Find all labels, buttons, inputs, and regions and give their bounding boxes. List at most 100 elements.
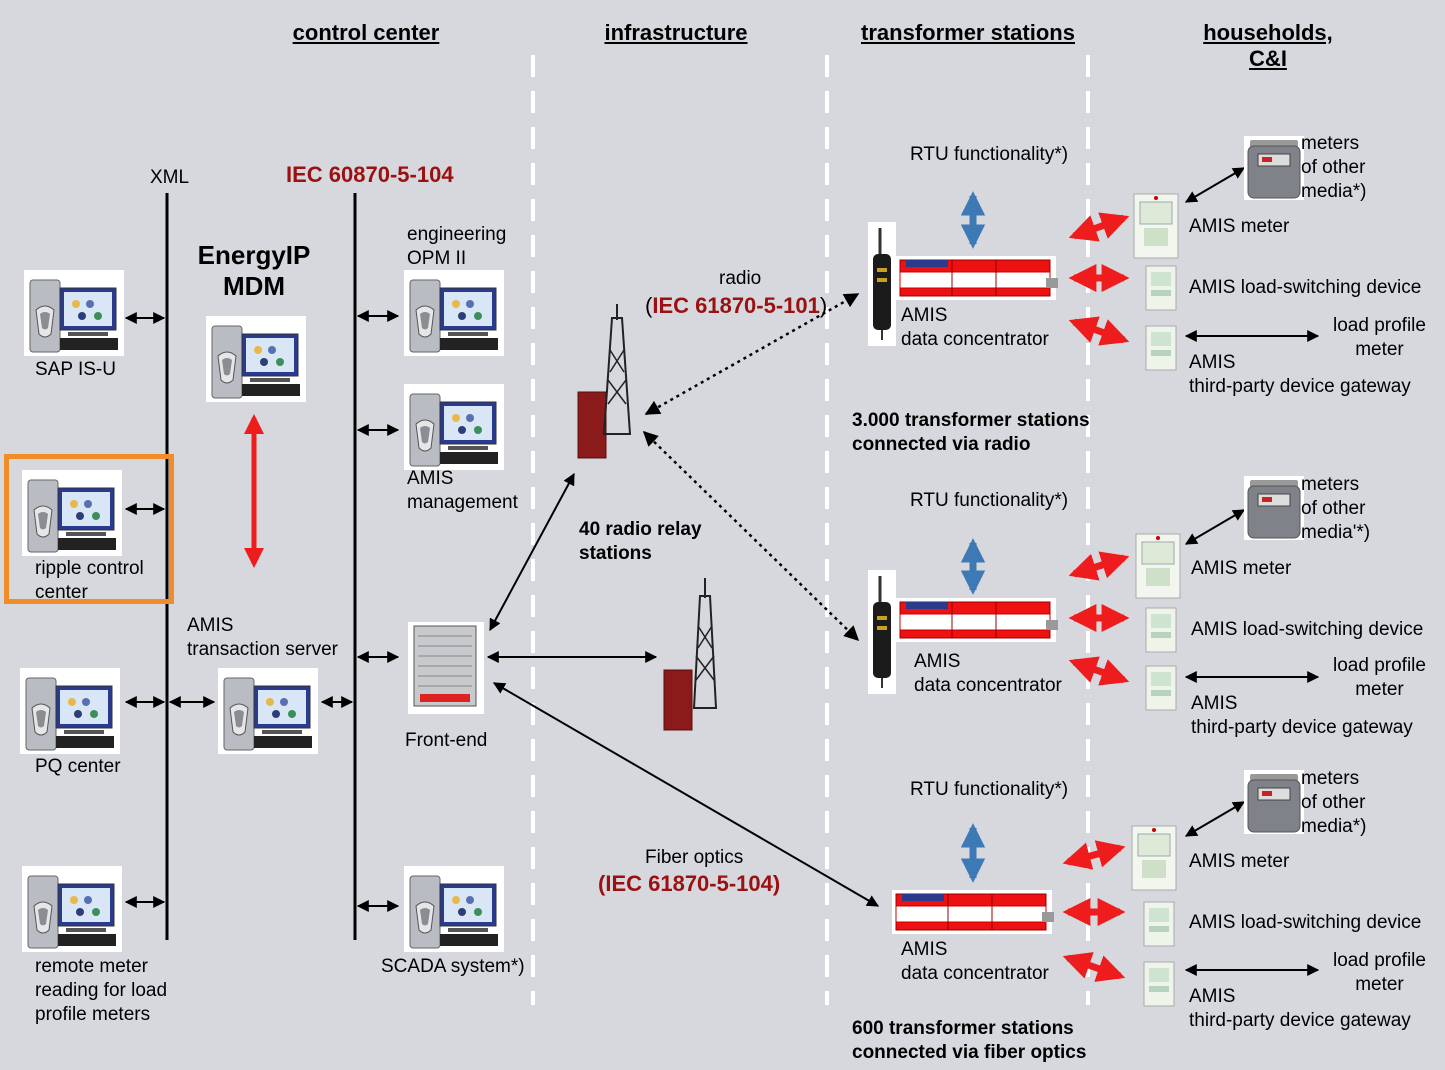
- hh-1-lp-line2: meter: [1355, 339, 1404, 360]
- remote-line2: reading for load: [35, 980, 168, 1001]
- radio-protocol-close: ): [819, 293, 828, 318]
- left-links: [124, 310, 880, 912]
- hh-2-mo-line2: of other: [1301, 498, 1366, 519]
- iec104-label: IEC 60870-5-104: [286, 162, 454, 187]
- ripple-control-highlight: [4, 454, 174, 604]
- transaction-server-icon: [217, 667, 319, 755]
- header-infrastructure: infrastructure: [604, 20, 748, 45]
- radio-modem-2-icon: [866, 568, 898, 696]
- mdm-line1: EnergyIP: [197, 240, 311, 270]
- hh-1-load-switch: AMIS load-switching device: [1189, 277, 1422, 298]
- header-households-line1: households,: [1203, 20, 1333, 45]
- hh-2-lp-line1: load profile: [1333, 655, 1426, 676]
- amis-management-server-icon: [403, 383, 505, 471]
- mgmt-line1: AMIS: [407, 468, 454, 489]
- eng-line1: engineering: [407, 224, 507, 245]
- load-switch-2-icon: [1145, 607, 1177, 653]
- mgmt-line2: management: [407, 492, 518, 513]
- station-3-dc-label: AMIS data concentrator: [901, 938, 1049, 986]
- amis-meter-2-icon: [1135, 533, 1181, 599]
- relay-line2: stations: [579, 543, 652, 564]
- station-1-summary: 3.000 transformer stations connected via…: [852, 409, 1090, 457]
- scada-label: SCADA system*): [381, 956, 525, 977]
- hh-1-gateway: AMIS third-party device gateway: [1189, 351, 1411, 399]
- ripple-line2: center: [35, 582, 88, 603]
- scada-server-icon: [403, 865, 505, 953]
- hh-2-amis-meter: AMIS meter: [1191, 558, 1292, 579]
- gas-meter-3-icon: [1243, 769, 1305, 835]
- mdm-title: EnergyIP MDM: [196, 240, 312, 302]
- sap-server-icon: [23, 269, 125, 357]
- hh-3-meters-other: meters of other media*): [1301, 767, 1366, 839]
- gateway-1-icon: [1145, 325, 1177, 371]
- eng-line2: OPM II: [407, 248, 467, 269]
- gas-meter-1-icon: [1243, 135, 1305, 201]
- amis-management-label: AMIS management: [407, 467, 518, 515]
- hh-2-gateway: AMIS third-party device gateway: [1191, 692, 1413, 740]
- engineering-label: engineering OPM II: [407, 223, 506, 271]
- s3-dc-line2: data concentrator: [901, 963, 1049, 984]
- hh-2-gw-line2: third-party device gateway: [1191, 717, 1413, 738]
- mdm-server-icon: [205, 315, 307, 403]
- station-2-dc-label: AMIS data concentrator: [914, 650, 1062, 698]
- header-transformer-stations: transformer stations: [861, 20, 1075, 45]
- radio-modem-1-icon: [866, 220, 898, 348]
- hh-3-lp-line1: load profile: [1333, 950, 1426, 971]
- radio-links: [642, 292, 860, 642]
- hh-1-meters-other: meters of other media*): [1301, 132, 1366, 204]
- transaction-server-label: AMIS transaction server: [187, 614, 338, 662]
- s2-dc-line2: data concentrator: [914, 675, 1062, 696]
- hh-2-mo-line1: meters: [1301, 474, 1360, 495]
- relay-stations-label: 40 radio relay stations: [579, 518, 702, 566]
- remote-line1: remote meter: [35, 956, 148, 977]
- hh-1-amis-meter: AMIS meter: [1189, 216, 1290, 237]
- hh-1-gw-line2: third-party device gateway: [1189, 376, 1411, 397]
- data-concentrator-3-icon: [891, 889, 1055, 935]
- gateway-2-icon: [1145, 665, 1177, 711]
- data-concentrator-2-icon: [895, 597, 1059, 643]
- hh-1-gw-line1: AMIS: [1189, 352, 1236, 373]
- gateway-3-icon: [1143, 961, 1175, 1007]
- hh-2-mo-line3: media'*): [1301, 522, 1371, 543]
- relay-line1: 40 radio relay: [579, 519, 702, 540]
- hh-3-mo-line1: meters: [1301, 768, 1360, 789]
- ripple-line1: ripple control: [35, 558, 144, 579]
- radio-tower-1-icon: [577, 304, 632, 459]
- pq-server-icon: [19, 667, 121, 755]
- hh-3-load-profile: load profile meter: [1333, 949, 1426, 997]
- radio-label: radio: [719, 268, 762, 289]
- engineering-server-icon: [403, 269, 505, 357]
- s1-dc-line2: data concentrator: [901, 329, 1049, 350]
- meter-links: [1184, 167, 1320, 976]
- hh-1-mo-line2: of other: [1301, 157, 1366, 178]
- hh-3-gw-line2: third-party device gateway: [1189, 1010, 1411, 1031]
- radio-protocol: (IEC 61870-5-101): [645, 294, 827, 318]
- header-households: households, C&I: [1180, 20, 1356, 72]
- hh-2-lp-line2: meter: [1355, 679, 1404, 700]
- ripple-label: ripple control center: [35, 557, 144, 605]
- hh-2-gw-line1: AMIS: [1191, 693, 1238, 714]
- household-arrows: [1062, 212, 1130, 982]
- hh-1-load-profile: load profile meter: [1333, 314, 1426, 362]
- radio-protocol-open: (: [645, 293, 653, 318]
- front-end-label: Front-end: [405, 730, 488, 751]
- hh-1-lp-line1: load profile: [1333, 315, 1426, 336]
- load-switch-3-icon: [1143, 901, 1175, 947]
- hh-1-mo-line1: meters: [1301, 133, 1360, 154]
- remote-reading-server-icon: [21, 865, 123, 953]
- remote-line3: profile meters: [35, 1004, 151, 1025]
- ts-line2: transaction server: [187, 639, 339, 660]
- s3-sum-line2: connected via fiber optics: [852, 1042, 1087, 1063]
- hh-3-lp-line2: meter: [1355, 974, 1404, 995]
- hh-3-gw-line1: AMIS: [1189, 986, 1236, 1007]
- hh-3-mo-line2: of other: [1301, 792, 1366, 813]
- hh-1-mo-line3: media*): [1301, 181, 1367, 202]
- s3-sum-line1: 600 transformer stations: [852, 1018, 1074, 1039]
- xml-label: XML: [150, 167, 190, 188]
- hh-3-load-switch: AMIS load-switching device: [1189, 912, 1422, 933]
- s2-dc-line1: AMIS: [914, 651, 961, 672]
- radio-protocol-name: IEC 61870-5-101: [652, 293, 820, 318]
- station-3-rtu: RTU functionality*): [910, 779, 1069, 800]
- pq-label: PQ center: [35, 756, 121, 777]
